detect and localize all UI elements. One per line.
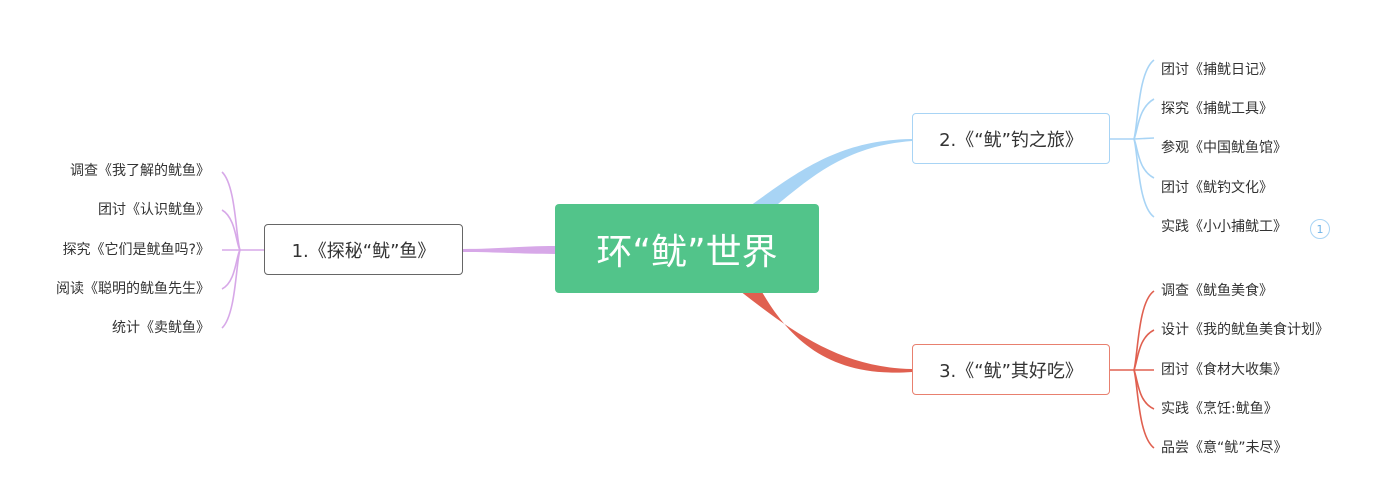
leaf-topic[interactable]: 团讨《认识鱿鱼》: [98, 202, 210, 218]
leaf-topic[interactable]: 设计《我的鱿鱼美食计划》: [1161, 322, 1329, 338]
leaf-topic[interactable]: 参观《中国鱿鱼馆》: [1161, 140, 1287, 156]
branch-topic-2[interactable]: 2.《“鱿”钓之旅》: [912, 113, 1110, 164]
leaf-topic[interactable]: 统计《卖鱿鱼》: [112, 320, 210, 336]
branch-topic-3[interactable]: 3.《“鱿”其好吃》: [912, 344, 1110, 395]
leaf-topic[interactable]: 实践《烹饪:鱿鱼》: [1161, 401, 1278, 417]
branch2-leaf-connectors: [1110, 59, 1155, 218]
leaf-topic[interactable]: 探究《它们是鱿鱼吗?》: [62, 242, 210, 258]
leaf-topic[interactable]: 实践《小小捕鱿工》: [1161, 219, 1287, 235]
collapsed-count-badge[interactable]: 1: [1310, 219, 1330, 239]
leaf-topic[interactable]: 调查《鱿鱼美食》: [1161, 283, 1273, 299]
branch3-leaf-connectors: [1110, 290, 1155, 449]
root-to-branch1-connector: [463, 246, 556, 254]
branch1-leaf-connectors: [221, 171, 264, 329]
leaf-topic[interactable]: 团讨《鱿钓文化》: [1161, 180, 1273, 196]
leaf-topic[interactable]: 品尝《意“鱿”未尽》: [1161, 440, 1288, 456]
branch-topic-1[interactable]: 1.《探秘“鱿”鱼》: [264, 224, 463, 275]
leaf-topic[interactable]: 团讨《食材大收集》: [1161, 362, 1287, 378]
root-to-branch3-connector: [740, 291, 912, 373]
leaf-topic[interactable]: 探究《捕鱿工具》: [1161, 101, 1273, 117]
root-to-branch2-connector: [750, 139, 912, 209]
leaf-topic[interactable]: 阅读《聪明的鱿鱼先生》: [56, 281, 210, 297]
leaf-topic[interactable]: 调查《我了解的鱿鱼》: [70, 163, 210, 179]
root-topic[interactable]: 环“鱿”世界: [555, 204, 819, 293]
leaf-topic[interactable]: 团讨《捕鱿日记》: [1161, 62, 1273, 78]
